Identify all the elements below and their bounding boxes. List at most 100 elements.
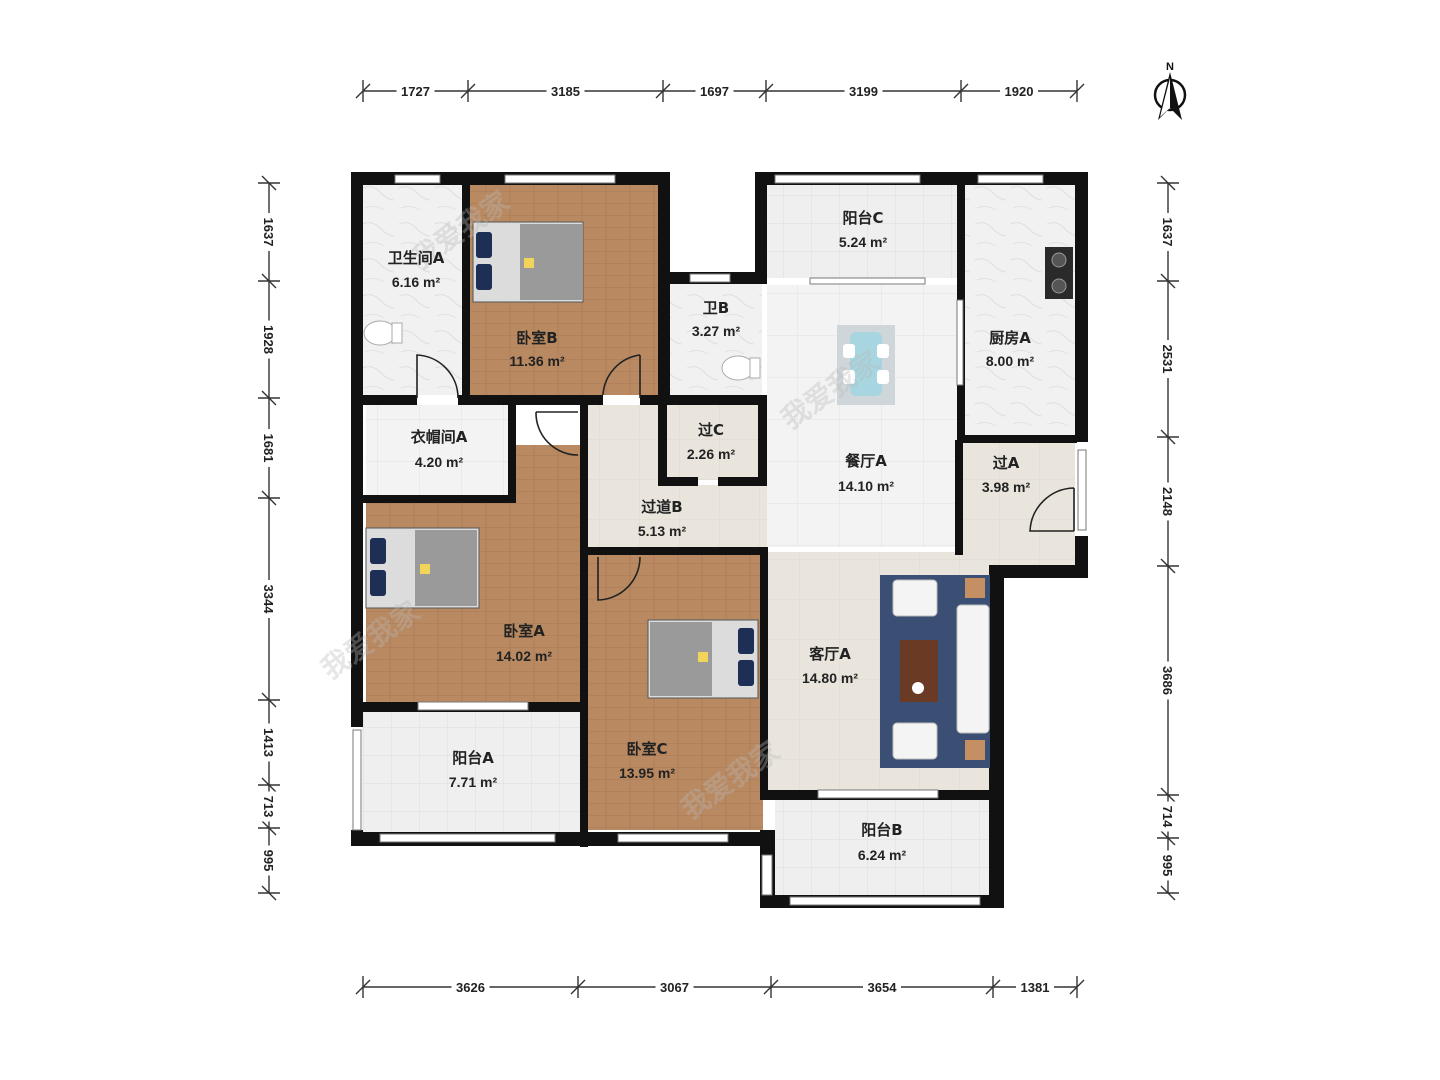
dimension-label-bg	[260, 429, 278, 467]
dimension-tick	[1157, 558, 1179, 574]
room-area: 3.98 m²	[982, 479, 1031, 495]
room-name: 卫生间A	[388, 249, 445, 267]
dimension-label-bg	[260, 213, 278, 251]
dimension-tick	[258, 390, 280, 406]
toilet-icon	[363, 320, 403, 346]
dimension-label: 3626	[456, 980, 485, 995]
dimension-tick	[570, 976, 586, 998]
room-area: 14.02 m²	[496, 648, 552, 664]
dimension-tick	[1157, 175, 1179, 191]
dimension-label: 1637	[1160, 218, 1175, 247]
dimension-label-bg	[844, 82, 883, 100]
bathroom-a-floor	[362, 185, 462, 395]
dimension-label: 3067	[660, 980, 689, 995]
toilet-icon	[721, 355, 761, 381]
dimension-label-bg	[1159, 661, 1177, 700]
dimension-tick	[1157, 273, 1179, 289]
dimension-label-bg	[260, 791, 278, 822]
sofa-set-icon	[880, 575, 990, 768]
dimension-tick	[985, 976, 1001, 998]
dimension-label-bg	[1159, 801, 1177, 832]
passage-c-floor	[667, 405, 762, 480]
dimension-label: 1727	[401, 84, 430, 99]
dimension-label-bg	[1000, 82, 1038, 100]
dimension-tick	[655, 80, 671, 102]
dimension-label-bg	[396, 82, 435, 100]
dimension-label-bg	[260, 320, 278, 359]
dimension-tick	[258, 273, 280, 289]
dining-table-icon	[837, 325, 895, 405]
room-area: 7.71 m²	[449, 774, 498, 790]
room-name: 卧室B	[516, 329, 557, 347]
room-labels: 卫生间A 6.16 m² 卧室B 11.36 m² 卫B 3.27 m² 阳台C…	[388, 209, 1035, 863]
room-area: 4.20 m²	[415, 454, 464, 470]
kitchen-floor	[965, 185, 1075, 435]
dimension-label: 714	[1160, 806, 1175, 828]
room-area: 13.95 m²	[619, 765, 675, 781]
dimension-label: 1381	[1021, 980, 1050, 995]
dimension-tick	[258, 820, 280, 836]
dimension-tick	[1069, 976, 1085, 998]
room-name: 阳台A	[452, 749, 494, 767]
compass-label: N	[1166, 61, 1174, 73]
dimension-tick	[355, 976, 371, 998]
dimension-label: 2531	[1160, 345, 1175, 374]
stove-icon	[1045, 247, 1073, 299]
dimension-tick	[1069, 80, 1085, 102]
dimension-label: 995	[1160, 855, 1175, 877]
room-name: 阳台C	[842, 209, 883, 227]
dimension-label: 1637	[261, 218, 276, 247]
dimension-label-bg	[260, 580, 278, 618]
dimension-label-bg	[863, 978, 901, 996]
dimension-label: 713	[261, 796, 276, 818]
balcony-a-floor	[362, 712, 580, 832]
dimension-tick	[1157, 885, 1179, 901]
room-area: 5.24 m²	[839, 234, 888, 250]
dimension-label: 1920	[1005, 84, 1034, 99]
passage-a-floor	[962, 440, 1075, 565]
dimension-label: 3686	[1160, 666, 1175, 695]
dimension-label: 1413	[261, 728, 276, 757]
dimension-label-bg	[695, 82, 734, 100]
dimension-label-bg	[451, 978, 490, 996]
room-name: 衣帽间A	[411, 428, 468, 446]
room-area: 6.16 m²	[392, 274, 441, 290]
room-area: 2.26 m²	[687, 446, 736, 462]
dimension-tick	[258, 885, 280, 901]
corridor-b-floor	[588, 405, 767, 547]
dimension-label: 3654	[868, 980, 898, 995]
room-name: 过A	[993, 454, 1020, 472]
room-name: 过道B	[641, 498, 682, 516]
dimension-label: 3199	[849, 84, 878, 99]
dimension-label-bg	[1159, 850, 1177, 881]
bed-icon	[647, 619, 759, 699]
room-name: 过C	[698, 421, 724, 439]
dimension-label: 1681	[261, 434, 276, 463]
dimension-label-bg	[546, 82, 585, 100]
dimension-tick	[258, 777, 280, 793]
dimension-tick	[763, 976, 779, 998]
room-name: 厨房A	[989, 329, 1031, 347]
dimension-label: 1928	[261, 325, 276, 354]
room-area: 11.36 m²	[509, 353, 565, 369]
room-area: 14.80 m²	[802, 670, 858, 686]
dimension-label: 2148	[1160, 487, 1175, 516]
balcony-c-floor	[767, 185, 957, 278]
room-name: 阳台B	[861, 821, 902, 839]
cloakroom-floor	[366, 405, 514, 495]
windows	[352, 174, 1087, 906]
north-compass-icon: N	[1153, 61, 1187, 120]
dimension-label-bg	[1159, 213, 1177, 251]
room-name: 餐厅A	[845, 452, 887, 470]
doors	[416, 354, 1075, 601]
dimension-tick	[460, 80, 476, 102]
bed-icon	[365, 527, 480, 609]
room-area: 8.00 m²	[986, 353, 1035, 369]
dimension-label: 3185	[551, 84, 580, 99]
dimension-label-bg	[655, 978, 694, 996]
dimension-tick	[258, 175, 280, 191]
balcony-b-floor	[775, 798, 989, 896]
room-area: 14.10 m²	[838, 478, 894, 494]
dimension-tick	[758, 80, 774, 102]
